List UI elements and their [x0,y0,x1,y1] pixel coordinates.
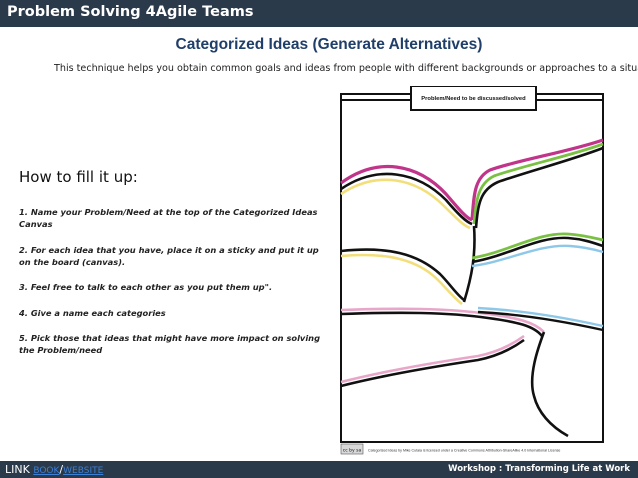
steps-list: 1. Name your Problem/Need at the top of … [19,206,329,370]
book-link[interactable]: BOOK [33,466,60,476]
curve-black-5 [340,311,544,337]
curve-black-6 [477,310,604,332]
curve-green-1 [472,142,604,225]
curve-magenta-left [340,164,473,222]
curve-blue-2 [477,306,604,328]
step-3: 3. Feel free to talk to each other as yo… [19,282,273,292]
curve-black-7 [530,331,569,438]
slide-subtitle: This technique helps you obtain common g… [54,63,638,74]
link-prefix: LINK [5,463,30,476]
curve-blue-1 [471,244,604,268]
license-text: Categorized Ideas by Mike Cutaia is lice… [368,449,560,453]
curve-magenta-right [470,138,604,221]
cc-license-icon [340,443,364,455]
curve-green-2 [471,232,604,260]
curve-yellow-2 [340,253,463,306]
step-5: 5. Pick those that ideas that might have… [19,333,321,355]
step-2: 2. For each idea that you have, place it… [19,244,319,267]
cc-badge-text: cc by sa [343,448,362,454]
problem-label: Problem/Need to be discussed/solved [421,96,526,102]
howto-heading: How to fill it up: [19,168,138,186]
slide-title: Categorized Ideas (Generate Alternatives… [175,36,483,53]
top-bar: Problem Solving 4Agile Teams [0,0,638,27]
problem-box [410,85,537,111]
curve-pink-1 [340,307,545,333]
link-separator: / [59,463,64,476]
canvas-drawing: Problem/Need to be discussed/solved cc b… [338,85,608,458]
curve-black-3 [471,236,604,264]
footer-links: LINK BOOK/WEBSITE [5,463,103,476]
website-link[interactable]: WEBSITE [63,466,104,476]
footer-workshop-text: Workshop : Transforming Life at Work [448,464,630,474]
curve-black-4 [340,248,465,302]
step-1: 1. Name your Problem/Need at the top of … [19,207,318,229]
curve-pink-2 [340,334,525,384]
deck-title: Problem Solving 4Agile Teams [7,4,254,20]
step-4: 4. Give a name each categories [19,307,166,318]
curve-yellow-1 [340,178,471,230]
categorized-ideas-canvas: Problem/Need to be discussed/solved cc b… [338,85,608,458]
curve-black-2 [474,146,604,229]
curve-black-8 [340,338,525,388]
curve-black-1 [340,172,473,226]
footer-bar: LINK BOOK/WEBSITE Workshop : Transformin… [0,461,638,478]
